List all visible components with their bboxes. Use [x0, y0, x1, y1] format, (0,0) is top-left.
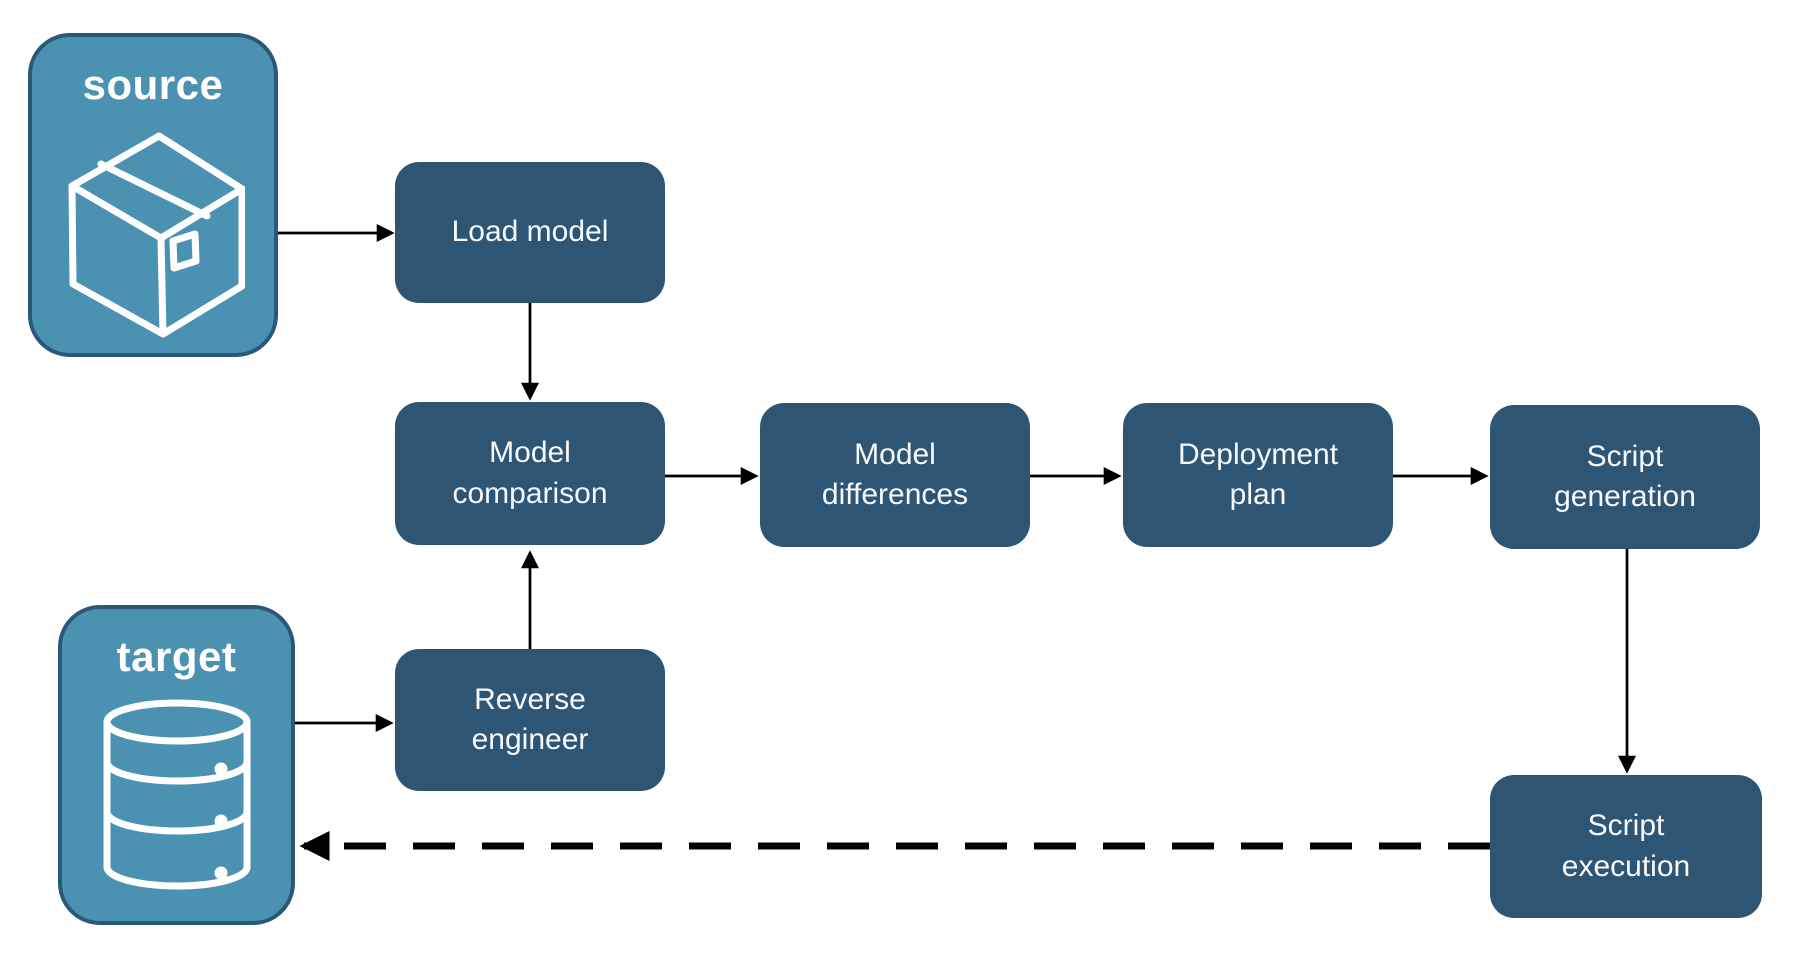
database-icon	[103, 699, 250, 890]
node-model-differences: Model differences	[760, 403, 1030, 547]
node-label: Reverse engineer	[471, 682, 589, 757]
node-label: Model differences	[821, 437, 969, 512]
node-label: Script generation	[1554, 439, 1696, 514]
node-label: Script execution	[1561, 809, 1691, 883]
node-label: Model comparison	[452, 436, 608, 510]
node-deployment-plan: Deployment plan	[1123, 403, 1393, 547]
node-script-execution: Script execution	[1490, 775, 1762, 918]
target-label: target	[116, 633, 237, 680]
node-load-model: Load model	[395, 162, 665, 303]
source-label: source	[82, 61, 224, 108]
node-reverse-engineer: Reverse engineer	[395, 649, 665, 791]
node-model-comparison: Model comparison	[395, 402, 665, 545]
package-icon	[68, 132, 245, 338]
node-script-generation: Script generation	[1490, 405, 1760, 549]
node-label: Load model	[451, 215, 609, 249]
endpoint-source: source	[28, 33, 278, 357]
endpoint-target: target	[58, 605, 295, 925]
node-label: Deployment plan	[1177, 437, 1339, 512]
